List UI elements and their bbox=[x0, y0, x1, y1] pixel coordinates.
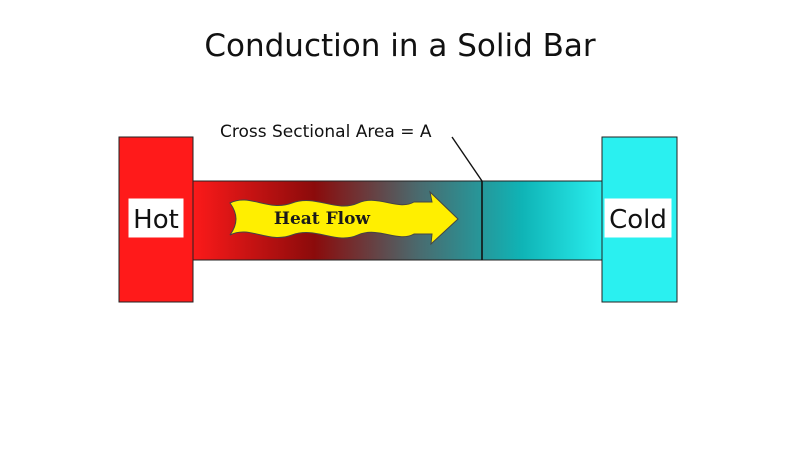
heat-flow-label: Heat Flow bbox=[274, 209, 371, 229]
cross-section-leader bbox=[451, 136, 483, 182]
cold-label: Cold bbox=[609, 205, 667, 235]
cold-label-box bbox=[604, 198, 672, 238]
heat-flow-arrow-icon bbox=[229, 190, 459, 246]
diagram-title: Conduction in a Solid Bar bbox=[204, 28, 595, 64]
hot-label: Hot bbox=[133, 205, 179, 235]
cross-section-label: Cross Sectional Area = A bbox=[220, 122, 432, 142]
hot-label-box bbox=[128, 198, 184, 238]
